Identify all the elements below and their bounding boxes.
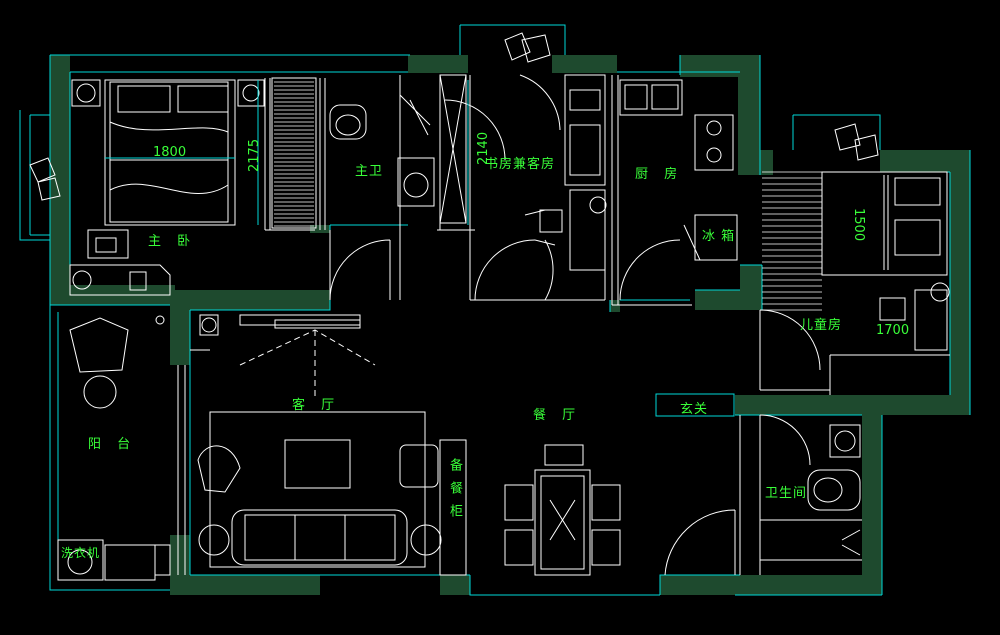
bathroom-fixtures — [760, 424, 862, 561]
children-floor-hatch — [762, 171, 822, 311]
room-label-children: 儿童房 — [800, 318, 843, 333]
bay-window-cushions — [29, 157, 61, 201]
children-furniture — [821, 123, 950, 351]
dim-child-bed-length: 1500 — [851, 208, 866, 242]
study-furniture — [439, 32, 607, 271]
master-desk — [69, 229, 171, 296]
room-label-fridge: 冰 箱 — [702, 229, 736, 244]
kitchen-fixtures — [619, 79, 738, 261]
room-label-study-guest: 书房兼客房 — [485, 157, 556, 172]
balcony-furniture — [57, 315, 171, 581]
room-label-entrance: 玄关 — [680, 402, 709, 417]
room-label-bathroom: 卫生间 — [765, 486, 808, 501]
dim-study-depth: 2140 — [476, 131, 491, 165]
living-furniture — [197, 314, 442, 568]
pantry — [439, 439, 467, 576]
partitions — [177, 75, 950, 575]
master-bath-fixtures — [329, 94, 435, 207]
room-label-washer: 洗衣机 — [61, 546, 101, 560]
dimension-lines — [105, 80, 469, 225]
dim-master-bed-length: 2175 — [247, 138, 262, 172]
wardrobe — [271, 77, 317, 229]
room-label-balcony: 阳 台 — [88, 437, 137, 452]
room-label-pantry: 备餐柜 — [447, 458, 462, 527]
dim-master-bed-width: 1800 — [153, 145, 187, 160]
room-label-master-bath: 主卫 — [355, 164, 384, 179]
entrance-box — [655, 393, 735, 417]
dim-child-bed-width: 1700 — [876, 323, 910, 338]
room-label-dining: 餐 厅 — [533, 408, 582, 423]
dining-table — [504, 444, 621, 576]
wardrobe-hatch — [274, 81, 314, 227]
master-bed — [71, 79, 265, 226]
doors — [329, 74, 821, 576]
wall-outlines — [19, 24, 971, 596]
room-label-master-bedroom: 主 卧 — [148, 234, 197, 249]
room-label-kitchen: 厨 房 — [635, 167, 684, 182]
room-label-living: 客 厅 — [292, 398, 341, 413]
